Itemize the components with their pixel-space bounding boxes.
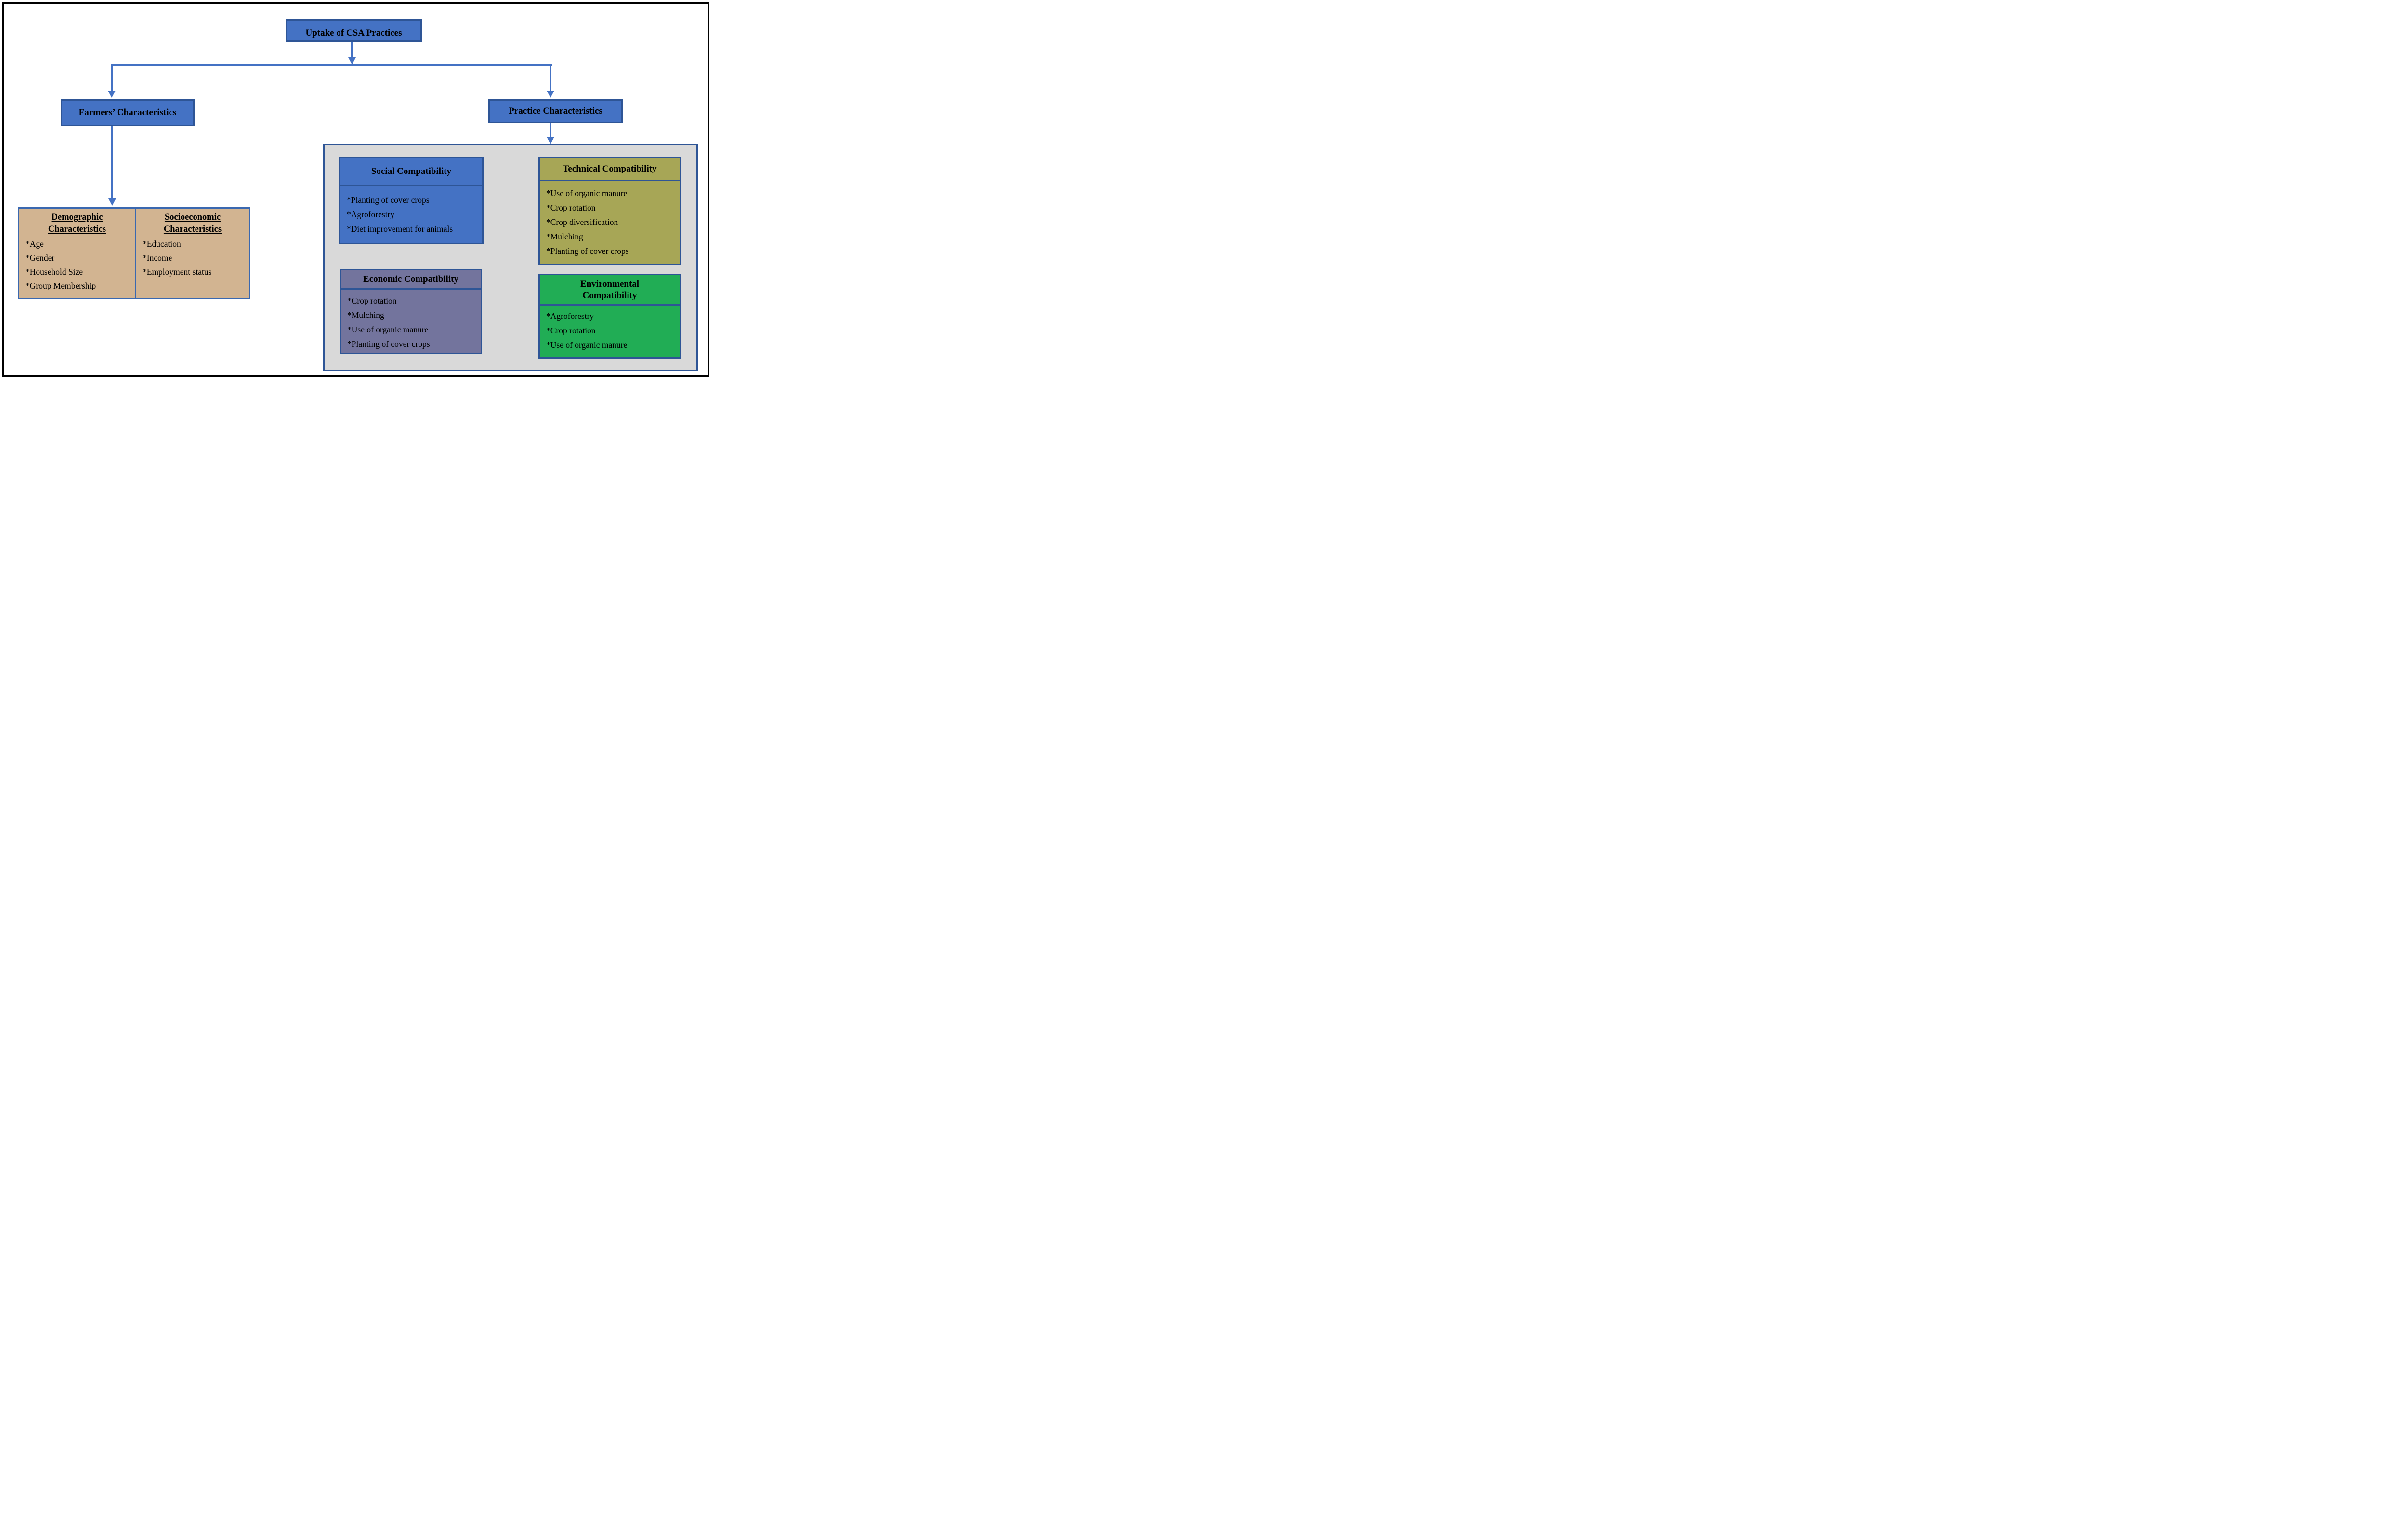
list-item: *Planting of cover crops [347,195,430,205]
demographic-characteristics-cell: Demographic Characteristics *Age *Gender… [19,209,136,298]
list-item: *Crop diversification [546,217,618,227]
economic-compatibility-header: Economic Compatibility [341,270,481,290]
farmers-characteristics-title: Farmers’ Characteristics [79,107,177,118]
title-line: Characteristics [163,224,222,234]
list-item: *Crop rotation [546,326,596,335]
arrow-down-icon [547,137,554,144]
farmers-characteristics-panel: Demographic Characteristics *Age *Gender… [18,207,250,299]
farmers-characteristics-box: Farmers’ Characteristics [61,99,195,126]
title-line: Demographic [51,212,103,222]
list-item: *Planting of cover crops [546,246,629,256]
social-compatibility-title: Social Compatibility [371,166,452,176]
practice-characteristics-title: Practice Characteristics [509,106,602,116]
list-item: *Use of organic manure [347,325,429,334]
list-item: *Mulching [546,232,583,241]
technical-compatibility-header: Technical Compatibility [540,158,680,181]
diagram-outer-border [2,2,709,377]
environmental-compatibility-header: Environmental Compatibility [540,275,680,306]
connector-right-branch-line [550,64,551,91]
arrow-down-icon [108,91,116,98]
connector-crossbar-line [111,64,552,66]
list-item: *Crop rotation [546,203,596,212]
connector-trunk-line [351,42,353,58]
connector-practice-detail-line [550,123,551,137]
list-item: *Crop rotation [347,296,397,305]
list-item: *Education [143,239,181,249]
list-item: *Age [26,239,44,249]
list-item: *Use of organic manure [546,340,628,350]
list-item: *Use of organic manure [546,188,628,198]
technical-compatibility-box: Technical Compatibility *Use of organic … [538,157,681,265]
environmental-compatibility-title-line2: Compatibility [582,290,637,301]
list-item: *Planting of cover crops [347,339,430,349]
environmental-compatibility-items-list: *Agroforestry *Crop rotation *Use of org… [540,306,680,352]
list-item: *Household Size [26,267,83,277]
social-compatibility-items-list: *Planting of cover crops *Agroforestry *… [340,186,482,236]
uptake-title: Uptake of CSA Practices [305,28,402,38]
socioeconomic-items-list: *Education *Income *Employment status [136,236,249,279]
connector-left-branch-line [111,64,113,91]
title-line: Socioeconomic [164,212,221,222]
list-item: *Agroforestry [546,311,594,321]
connector-farmers-detail-line [111,126,113,199]
title-line: Characteristics [48,224,106,234]
arrow-down-icon [108,198,116,206]
technical-compatibility-items-list: *Use of organic manure *Crop rotation *C… [540,181,680,258]
demographic-items-list: *Age *Gender *Household Size *Group Memb… [19,236,135,293]
socioeconomic-characteristics-cell: Socioeconomic Characteristics *Education… [136,209,249,298]
practice-characteristics-box: Practice Characteristics [488,99,623,123]
list-item: *Mulching [347,310,384,320]
environmental-compatibility-box: Environmental Compatibility *Agroforestr… [538,274,681,359]
list-item: *Agroforestry [347,210,395,219]
technical-compatibility-title: Technical Compatibility [563,163,657,174]
list-item: *Diet improvement for animals [347,224,453,234]
social-compatibility-box: Social Compatibility *Planting of cover … [339,157,484,244]
uptake-of-csa-practices-box: Uptake of CSA Practices [286,19,422,42]
csa-uptake-diagram: Uptake of CSA Practices Farmers’ Charact… [0,0,712,380]
arrow-down-icon [348,57,356,65]
environmental-compatibility-title-line1: Environmental [580,278,640,289]
list-item: *Group Membership [26,281,96,290]
economic-compatibility-title: Economic Compatibility [363,274,458,284]
social-compatibility-header: Social Compatibility [340,158,482,186]
demographic-characteristics-title: Demographic Characteristics [19,211,135,236]
list-item: *Income [143,253,172,263]
list-item: *Employment status [143,267,212,277]
economic-compatibility-box: Economic Compatibility *Crop rotation *M… [340,269,482,354]
arrow-down-icon [547,91,554,98]
economic-compatibility-items-list: *Crop rotation *Mulching *Use of organic… [341,290,481,351]
socioeconomic-characteristics-title: Socioeconomic Characteristics [136,211,249,236]
list-item: *Gender [26,253,55,263]
